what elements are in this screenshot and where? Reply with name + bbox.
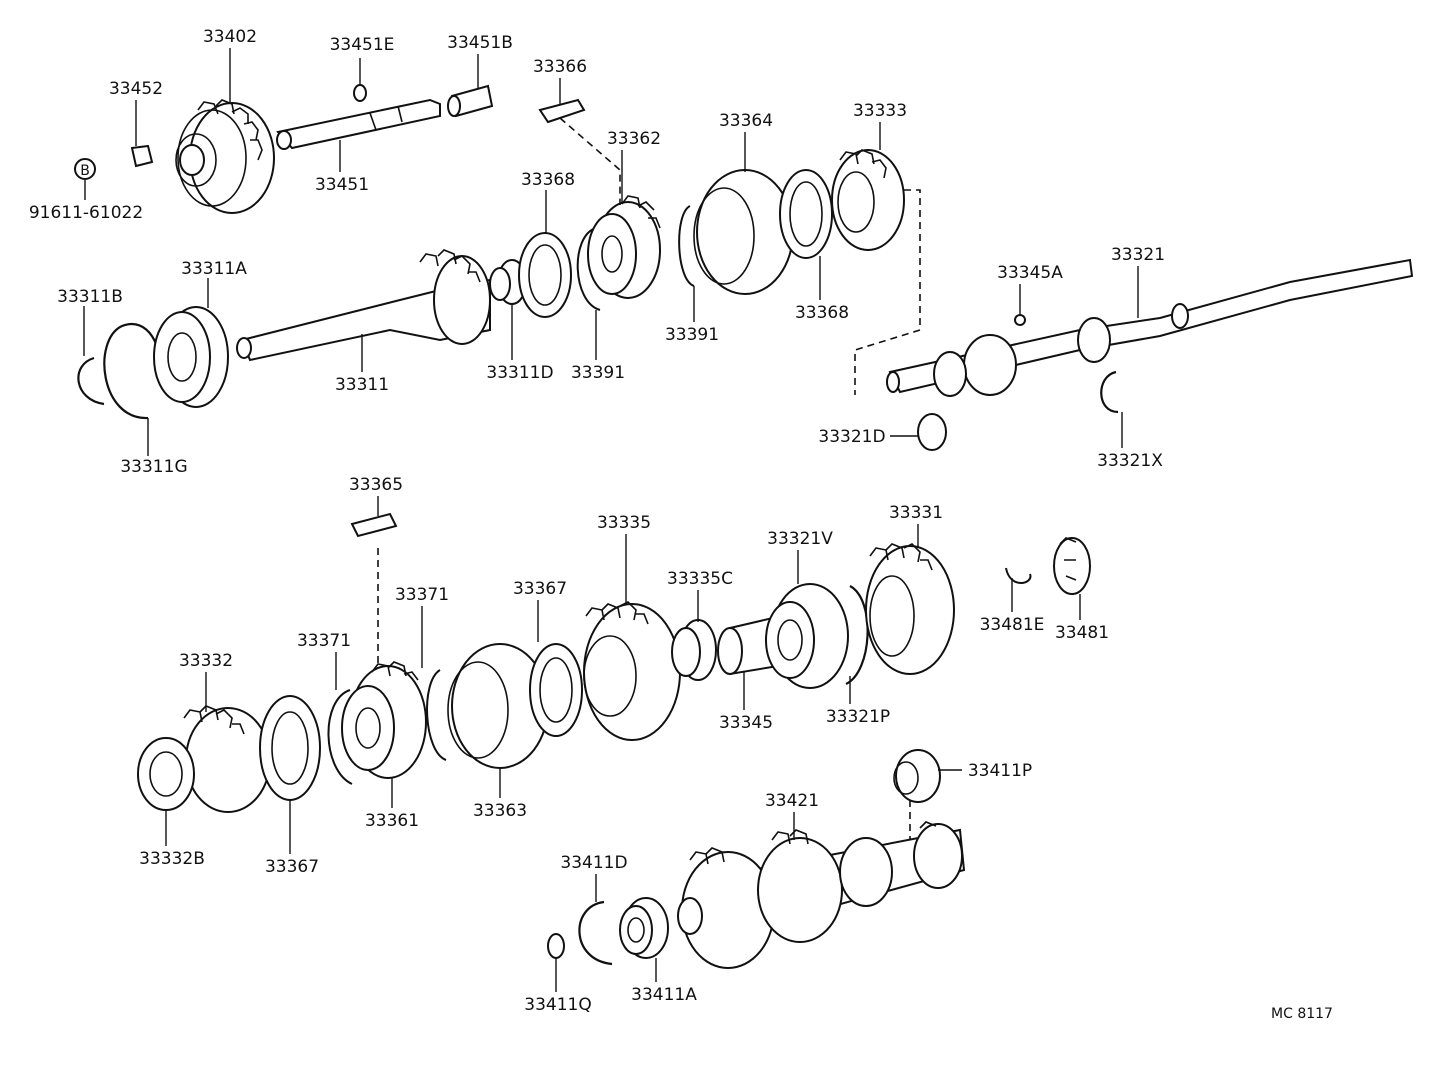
snap-ring-33321P xyxy=(845,585,869,685)
label-33371-right: 33371 xyxy=(395,585,449,605)
label-33402: 33402 xyxy=(203,27,257,47)
label-33411A: 33411A xyxy=(631,985,697,1005)
label-33481E: 33481E xyxy=(980,615,1045,635)
counter-gear-33421 xyxy=(677,821,966,969)
label-33362: 33362 xyxy=(607,129,661,149)
bearing-33411P xyxy=(893,749,941,803)
ball-33345A xyxy=(1014,314,1026,326)
hub-sleeve-33364 xyxy=(693,169,794,295)
label-33451E: 33451E xyxy=(330,35,395,55)
hub-33361 xyxy=(341,661,427,779)
gear-33332 xyxy=(137,705,271,813)
label-33311B: 33311B xyxy=(57,287,123,307)
label-33311G: 33311G xyxy=(120,457,187,477)
label-33345: 33345 xyxy=(719,713,773,733)
label-33371-left: 33371 xyxy=(297,631,351,651)
snap-ring-33321X xyxy=(1100,370,1119,414)
label-33321: 33321 xyxy=(1111,245,1165,265)
reverse-idler-shaft xyxy=(276,98,441,150)
dashed-guide-lower xyxy=(377,548,911,840)
label-33321P: 33321P xyxy=(826,707,890,727)
label-33368-lower: 33368 xyxy=(795,303,849,323)
label-33367-upper: 33367 xyxy=(513,579,567,599)
label-33364: 33364 xyxy=(719,111,773,131)
bearing-33321V xyxy=(765,583,849,689)
label-91611-61022: 91611-61022 xyxy=(29,203,143,223)
label-33411P: 33411P xyxy=(968,761,1032,781)
label-33332: 33332 xyxy=(179,651,233,671)
synchronizer-ring-33367a xyxy=(529,643,583,737)
label-33411Q: 33411Q xyxy=(524,995,591,1015)
key-spring-33371 xyxy=(327,689,353,785)
label-33321D: 33321D xyxy=(818,427,885,447)
label-33391-left: 33391 xyxy=(571,363,625,383)
label-33331: 33331 xyxy=(889,503,943,523)
label-33366: 33366 xyxy=(533,57,587,77)
label-33451B: 33451B xyxy=(447,33,513,53)
synchronizer-ring-33368 xyxy=(518,232,572,318)
bolt-symbol-letter: B xyxy=(80,163,90,179)
shifting-key-33365 xyxy=(350,512,398,538)
label-33365: 33365 xyxy=(349,475,403,495)
label-33361: 33361 xyxy=(365,811,419,831)
shaft-lock-ring xyxy=(353,84,367,102)
label-33367-lower: 33367 xyxy=(265,857,319,877)
clip-33481E xyxy=(1005,567,1032,584)
dashed-guide-upper xyxy=(559,117,921,395)
label-33451: 33451 xyxy=(315,175,369,195)
part-labels: 33402 33451E 33451B 33452 33451 91611-61… xyxy=(29,27,1165,1015)
key-spring-33371b xyxy=(426,669,447,761)
label-33411D: 33411D xyxy=(560,853,627,873)
snap-ring-33321D xyxy=(917,413,947,451)
reverse-idler-bushing xyxy=(447,84,494,118)
label-33335: 33335 xyxy=(597,513,651,533)
synchronizer-hub-33362 xyxy=(587,195,661,299)
output-shaft xyxy=(886,258,1414,397)
idler-shaft-stopper xyxy=(130,144,154,168)
reverse-idler-gear xyxy=(175,99,275,214)
gear-33331 xyxy=(865,543,955,675)
label-33391-right: 33391 xyxy=(665,325,719,345)
snap-ring-33311B xyxy=(77,356,105,406)
label-33335C: 33335C xyxy=(667,569,733,589)
label-33452: 33452 xyxy=(109,79,163,99)
label-33421: 33421 xyxy=(765,791,819,811)
speedometer-gear-33481 xyxy=(1053,537,1091,595)
key-spring-33391 xyxy=(576,227,601,311)
label-33311A: 33311A xyxy=(181,259,247,279)
input-shaft xyxy=(236,249,491,362)
gear-33335 xyxy=(583,601,681,741)
label-33321X: 33321X xyxy=(1097,451,1163,471)
label-33333: 33333 xyxy=(853,101,907,121)
label-33363: 33363 xyxy=(473,801,527,821)
snap-ring-33411Q xyxy=(547,933,565,959)
bearing-33311A xyxy=(153,306,229,408)
key-spring-33391b xyxy=(678,205,695,287)
label-33311: 33311 xyxy=(335,375,389,395)
synchronizer-ring-33367b xyxy=(259,695,321,801)
shifting-key-33366 xyxy=(538,98,586,124)
bearing-33411A xyxy=(619,897,669,959)
label-33311D: 33311D xyxy=(486,363,553,383)
label-33332B: 33332B xyxy=(139,849,205,869)
label-33345A: 33345A xyxy=(997,263,1063,283)
synchronizer-ring-33368b xyxy=(779,169,833,259)
gear-33333 xyxy=(831,149,905,251)
snap-ring-33411D xyxy=(578,900,613,966)
leader-lines xyxy=(83,48,1139,992)
label-33481: 33481 xyxy=(1055,623,1109,643)
label-33368-upper: 33368 xyxy=(521,170,575,190)
label-33321V: 33321V xyxy=(767,529,833,549)
bolt-symbol: B xyxy=(74,158,96,180)
needle-bearing-33335C xyxy=(671,619,717,681)
snap-ring-33311G xyxy=(103,323,162,420)
diagram-code: MC 8117 xyxy=(1271,1006,1333,1022)
